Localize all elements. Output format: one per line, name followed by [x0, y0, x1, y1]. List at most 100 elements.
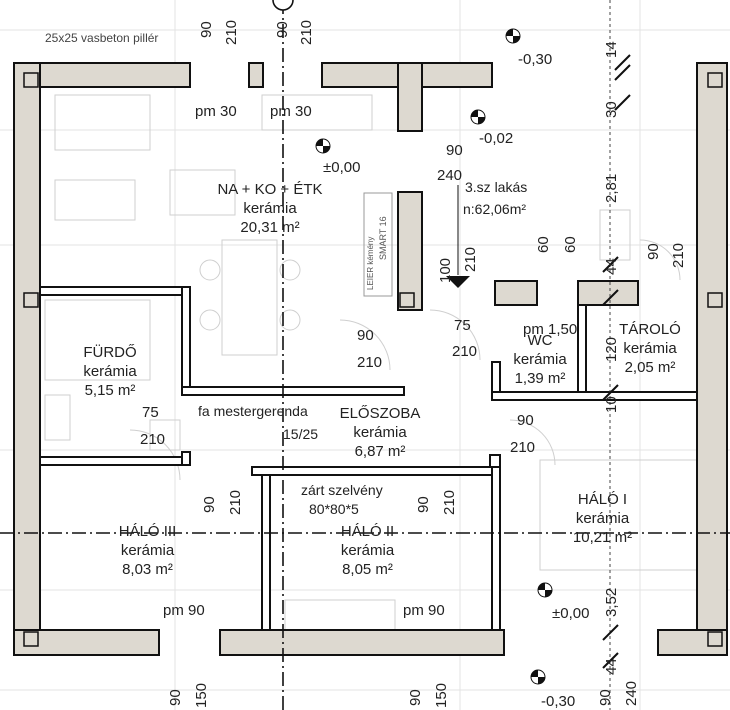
dim-90-door-entry: 90 — [446, 142, 463, 159]
dim-v-90-storage: 90 — [645, 243, 662, 260]
header-note: 25x25 vasbeton pillér — [45, 31, 159, 45]
dim-75-bath: 75 — [142, 404, 159, 421]
room-bath-area: 5,15 m² — [84, 382, 136, 399]
dim-v-281: 2,81 — [603, 173, 620, 203]
beam-name: fa mestergerenda — [198, 403, 308, 419]
dim-v-44-bottom: 44 — [603, 658, 620, 675]
room-wc-name: WC — [527, 332, 553, 349]
room-bath-name: FÜRDŐ — [83, 344, 137, 361]
room-bed2-area: 8,05 m² — [342, 561, 393, 578]
partitions — [39, 286, 698, 631]
room-bed2-floor: kerámia — [340, 542, 395, 559]
room-bed1-area: 10,21 m² — [572, 529, 633, 546]
room-bed2: HÁLÓ II kerámia 8,05 m² — [315, 522, 420, 579]
dim-v-210-storage: 210 — [670, 242, 687, 268]
dim-v-210-bed3: 210 — [227, 489, 244, 515]
dim-v-150-bottom: 150 — [193, 682, 210, 708]
dim-v-90-top2: 90 — [274, 21, 291, 38]
dim-v-150-bottom2: 150 — [433, 682, 450, 708]
dim-v-210-top: 210 — [223, 19, 240, 45]
dim-v-120: 120 — [603, 336, 620, 362]
dim-v-60-b: 60 — [562, 236, 579, 253]
dim-210-wc: 210 — [452, 343, 478, 360]
level-floor: ±0,00 — [323, 159, 361, 176]
dim-90-bed1: 90 — [517, 412, 534, 429]
beam-size: 15/25 — [283, 426, 319, 442]
room-storage-floor: kerámia — [623, 340, 677, 357]
room-hall: ELŐSZOBA kerámia 6,87 m² — [320, 404, 440, 461]
room-storage-name: TÁROLÓ — [619, 321, 681, 338]
walls — [13, 62, 728, 656]
room-living-floor: kerámia — [243, 200, 297, 217]
dim-75-wc: 75 — [454, 317, 471, 334]
room-living: NA + KO + ÉTK kerámia 20,31 m² — [195, 180, 345, 237]
level-bottom: -0,30 — [541, 693, 576, 710]
dim-240-entry: 240 — [437, 167, 463, 184]
sill-kitchen-left: pm 30 — [195, 103, 237, 120]
room-storage-area: 2,05 m² — [624, 359, 676, 376]
dim-210-kitchen: 210 — [357, 354, 383, 371]
room-living-area: 20,31 m² — [240, 219, 300, 236]
apartment-number: 3.sz lakás — [465, 179, 528, 195]
dim-v-30: 30 — [603, 101, 620, 118]
dim-v-210-bed2: 210 — [441, 489, 458, 515]
dim-v-210-top2: 210 — [298, 19, 315, 45]
dim-v-90-bottom: 90 — [167, 689, 184, 706]
room-bed3-name: HÁLÓ III — [118, 523, 177, 540]
dim-v-100: 100 — [437, 257, 454, 283]
dim-90-kitchen: 90 — [357, 327, 374, 344]
sill-bed2: pm 90 — [403, 602, 445, 619]
room-storage: TÁROLÓ kerámia 2,05 m² — [605, 320, 695, 377]
dim-v-44-top: 44 — [603, 258, 620, 275]
dim-210-bed1: 210 — [510, 439, 536, 456]
room-hall-area: 6,87 m² — [354, 443, 406, 460]
dim-v-240-bottom: 240 — [623, 680, 640, 706]
room-bed1-floor: kerámia — [575, 510, 630, 527]
level-markers — [315, 28, 553, 685]
room-bath-floor: kerámia — [83, 363, 137, 380]
chimney-brand: LEIER kémény — [366, 236, 375, 290]
level-right-floor: ±0,00 — [552, 605, 590, 622]
furniture — [44, 94, 701, 631]
axis-marker — [272, 0, 294, 11]
dim-v-90-bed2: 90 — [415, 496, 432, 513]
room-hall-floor: kerámia — [353, 424, 407, 441]
dim-v-90-bed3: 90 — [201, 496, 218, 513]
dim-v-210-entry: 210 — [462, 246, 479, 272]
level-entry: -0,02 — [479, 130, 514, 147]
chimney-model: SMART 16 — [378, 216, 388, 260]
room-bed3-floor: kerámia — [120, 542, 175, 559]
steel-name: zárt szelvény — [301, 482, 383, 498]
room-bed1-name: HÁLÓ I — [577, 491, 628, 508]
room-living-name: NA + KO + ÉTK — [217, 181, 323, 198]
apartment-area: n:62,06m² — [463, 201, 527, 217]
room-bed1: HÁLÓ I kerámia 10,21 m² — [550, 490, 655, 547]
dim-v-352: 3,52 — [603, 587, 620, 617]
sill-bed3: pm 90 — [163, 602, 205, 619]
dim-v-14: 14 — [603, 41, 620, 58]
columns — [23, 72, 723, 647]
sill-wc: pm 1,50 — [523, 321, 578, 338]
dim-v-90-bottom3: 90 — [597, 689, 614, 706]
dim-v-10: 10 — [603, 396, 620, 413]
dim-v-90-top: 90 — [198, 21, 215, 38]
dim-ticks — [602, 54, 631, 669]
room-hall-name: ELŐSZOBA — [339, 405, 421, 422]
dim-210-bath: 210 — [140, 431, 166, 448]
level-top-right: -0,30 — [518, 51, 553, 68]
sill-kitchen-right: pm 30 — [270, 103, 312, 120]
room-bed2-name: HÁLÓ II — [340, 523, 395, 540]
room-wc: WC kerámia 1,39 m² — [500, 331, 580, 388]
entry-arrow-head — [446, 276, 470, 288]
dim-v-60-a: 60 — [535, 236, 552, 253]
dim-v-90-bottom2: 90 — [407, 689, 424, 706]
room-wc-area: 1,39 m² — [514, 370, 566, 387]
room-bed3: HÁLÓ III kerámia 8,03 m² — [95, 522, 200, 579]
room-wc-floor: kerámia — [513, 351, 567, 368]
chimney-outline — [363, 192, 393, 297]
room-bath: FÜRDŐ kerámia 5,15 m² — [60, 343, 160, 400]
